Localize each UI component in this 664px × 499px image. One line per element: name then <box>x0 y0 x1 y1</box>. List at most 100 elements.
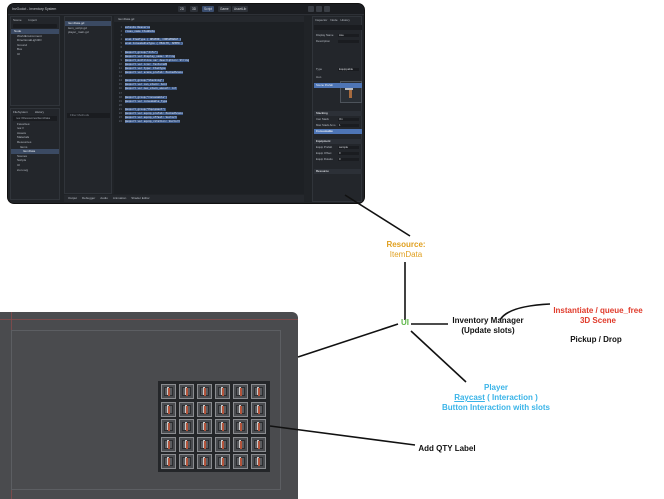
inventory-slot[interactable] <box>161 419 176 434</box>
inspector-section[interactable]: Equipment <box>314 139 362 144</box>
scene-tree-item[interactable]: WorldEnvironment <box>17 33 42 38</box>
inventory-slot[interactable] <box>161 401 176 417</box>
inventory-slot[interactable] <box>179 419 194 434</box>
workspace-tab-game[interactable]: Game <box>218 6 231 12</box>
inventory-slot[interactable] <box>233 401 248 417</box>
inventory-slot[interactable] <box>161 384 176 399</box>
script-file-item[interactable]: player_main.gd <box>68 30 89 35</box>
inspector-section[interactable]: Stacking <box>314 111 362 116</box>
inventory-slot[interactable] <box>161 436 176 452</box>
line-number: 17 <box>118 91 122 95</box>
inspector-section[interactable]: Consumable <box>314 129 362 134</box>
inventory-slot[interactable] <box>233 454 248 469</box>
scene-tree-item[interactable]: UI <box>17 51 20 56</box>
inventory-slot[interactable] <box>251 401 266 417</box>
scene-tree-item[interactable]: Ground <box>17 42 28 47</box>
inspector-section[interactable]: Resource <box>314 169 362 174</box>
filesystem-item[interactable]: icon.svg <box>17 167 29 172</box>
inventory-slot[interactable] <box>197 454 212 469</box>
inventory-slot[interactable] <box>197 436 212 452</box>
filesystem-item[interactable]: Scenes <box>17 153 28 158</box>
workspace-tab-script[interactable]: Script <box>202 6 215 12</box>
inspector-row-label: Display Name <box>316 33 334 37</box>
inventory-slot[interactable] <box>215 419 230 434</box>
inspector-tab[interactable]: Node <box>330 18 338 22</box>
filesystem-item[interactable]: Assets <box>17 130 27 135</box>
filesystem-item[interactable]: ItemData <box>11 149 59 154</box>
script-file-item[interactable]: ItemData.gd <box>65 21 111 26</box>
scene-tree-item[interactable]: Node <box>11 29 59 34</box>
filter-methods-input[interactable]: Filter Methods <box>67 113 110 118</box>
workspace-tab-3d[interactable]: 3D <box>190 6 199 12</box>
line-number: 9 <box>120 58 122 62</box>
tab-scene[interactable]: Scene <box>13 18 22 22</box>
workspace-tab-assetlib[interactable]: AssetLib <box>232 6 249 12</box>
inspector-row-value[interactable]: On <box>338 117 359 122</box>
inventory-slot[interactable] <box>251 419 266 434</box>
play-icon[interactable] <box>308 6 314 12</box>
inventory-slot[interactable] <box>251 454 266 469</box>
bottom-panel: Output Debugger Audio Animation Shader Edito… <box>64 195 304 202</box>
script-tab-title[interactable]: ItemData.gd <box>118 17 135 21</box>
inspector-row-value[interactable]: 0 <box>338 151 359 156</box>
inspector-row-value[interactable]: 1 <box>338 123 359 128</box>
inspector-row-label: Equip Prefab <box>316 145 333 149</box>
bottom-tab[interactable]: Shader Editor <box>131 196 150 200</box>
code-line: 23@export var equip_offset: Vector3 <box>114 116 304 120</box>
inspector-row: Equip Prefab sample <box>314 145 362 150</box>
inspector-row-value[interactable] <box>338 39 359 44</box>
inventory-slot[interactable] <box>215 436 230 452</box>
inventory-slot[interactable] <box>197 384 212 399</box>
inventory-slot[interactable] <box>161 454 176 469</box>
inventory-slot[interactable] <box>251 436 266 452</box>
inventory-slot[interactable] <box>215 401 230 417</box>
line-number: 4 <box>120 38 122 42</box>
inspector-resource-path[interactable] <box>314 25 362 30</box>
inspector-tab[interactable]: Inspector <box>315 18 328 22</box>
filesystem-item[interactable]: Scripts <box>17 158 27 163</box>
inspector-row-value[interactable]: Axe <box>338 33 359 38</box>
inventory-slot[interactable] <box>251 384 266 399</box>
tab-filesystem[interactable]: FileSystem <box>13 110 28 114</box>
bottom-tab[interactable]: Output <box>68 196 78 200</box>
inventory-slot[interactable] <box>197 401 212 417</box>
filesystem-item[interactable]: Materials <box>17 135 30 140</box>
tab-history[interactable]: History <box>34 110 45 114</box>
pause-icon[interactable] <box>316 6 322 12</box>
bottom-tab[interactable]: Debugger <box>82 196 96 200</box>
filesystem-item[interactable]: res:// <box>17 126 24 131</box>
inventory-slot[interactable] <box>179 436 194 452</box>
code-text: @export var can_stack: bool <box>125 83 168 87</box>
scene-tree-item[interactable]: DirectionalLight3D <box>17 38 42 43</box>
filesystem-path[interactable]: res://Resources/ItemData <box>13 116 57 121</box>
inventory-slot[interactable] <box>233 436 248 452</box>
filesystem-item[interactable]: UI <box>17 162 20 167</box>
inventory-slot[interactable] <box>179 384 194 399</box>
inventory-slot[interactable] <box>215 454 230 469</box>
inventory-slot[interactable] <box>233 384 248 399</box>
inspector-row-value[interactable]: 0 <box>338 157 359 162</box>
workspace-tab-2d[interactable]: 2D <box>178 6 187 12</box>
tab-import[interactable]: Import <box>28 18 37 22</box>
inventory-slot[interactable] <box>197 419 212 434</box>
inventory-slot[interactable] <box>179 401 194 417</box>
inspector-row: Description <box>314 39 362 44</box>
scene-filter-input[interactable] <box>13 24 57 28</box>
filesystem-item[interactable]: Resources <box>17 139 32 144</box>
filesystem-item[interactable]: Items <box>20 144 28 149</box>
inspector-row-value[interactable]: sample <box>338 145 359 150</box>
bottom-tab[interactable]: Audio <box>100 196 108 200</box>
code-line: 10@export var icon: Texture2D <box>114 62 304 67</box>
stop-icon[interactable] <box>324 6 330 12</box>
script-file-item[interactable]: item_script.gd <box>68 25 87 30</box>
inventory-slot[interactable] <box>233 419 248 434</box>
inventory-slot[interactable] <box>179 454 194 469</box>
filesystem-item[interactable]: Favorites: <box>17 121 31 126</box>
scene-tree-item[interactable]: Box <box>17 47 23 52</box>
bottom-tab[interactable]: Animation <box>112 196 127 200</box>
inspector-tab[interactable]: History <box>340 18 350 22</box>
inventory-slot[interactable] <box>215 384 230 399</box>
inspector-row-value[interactable]: Equippable <box>338 67 359 72</box>
